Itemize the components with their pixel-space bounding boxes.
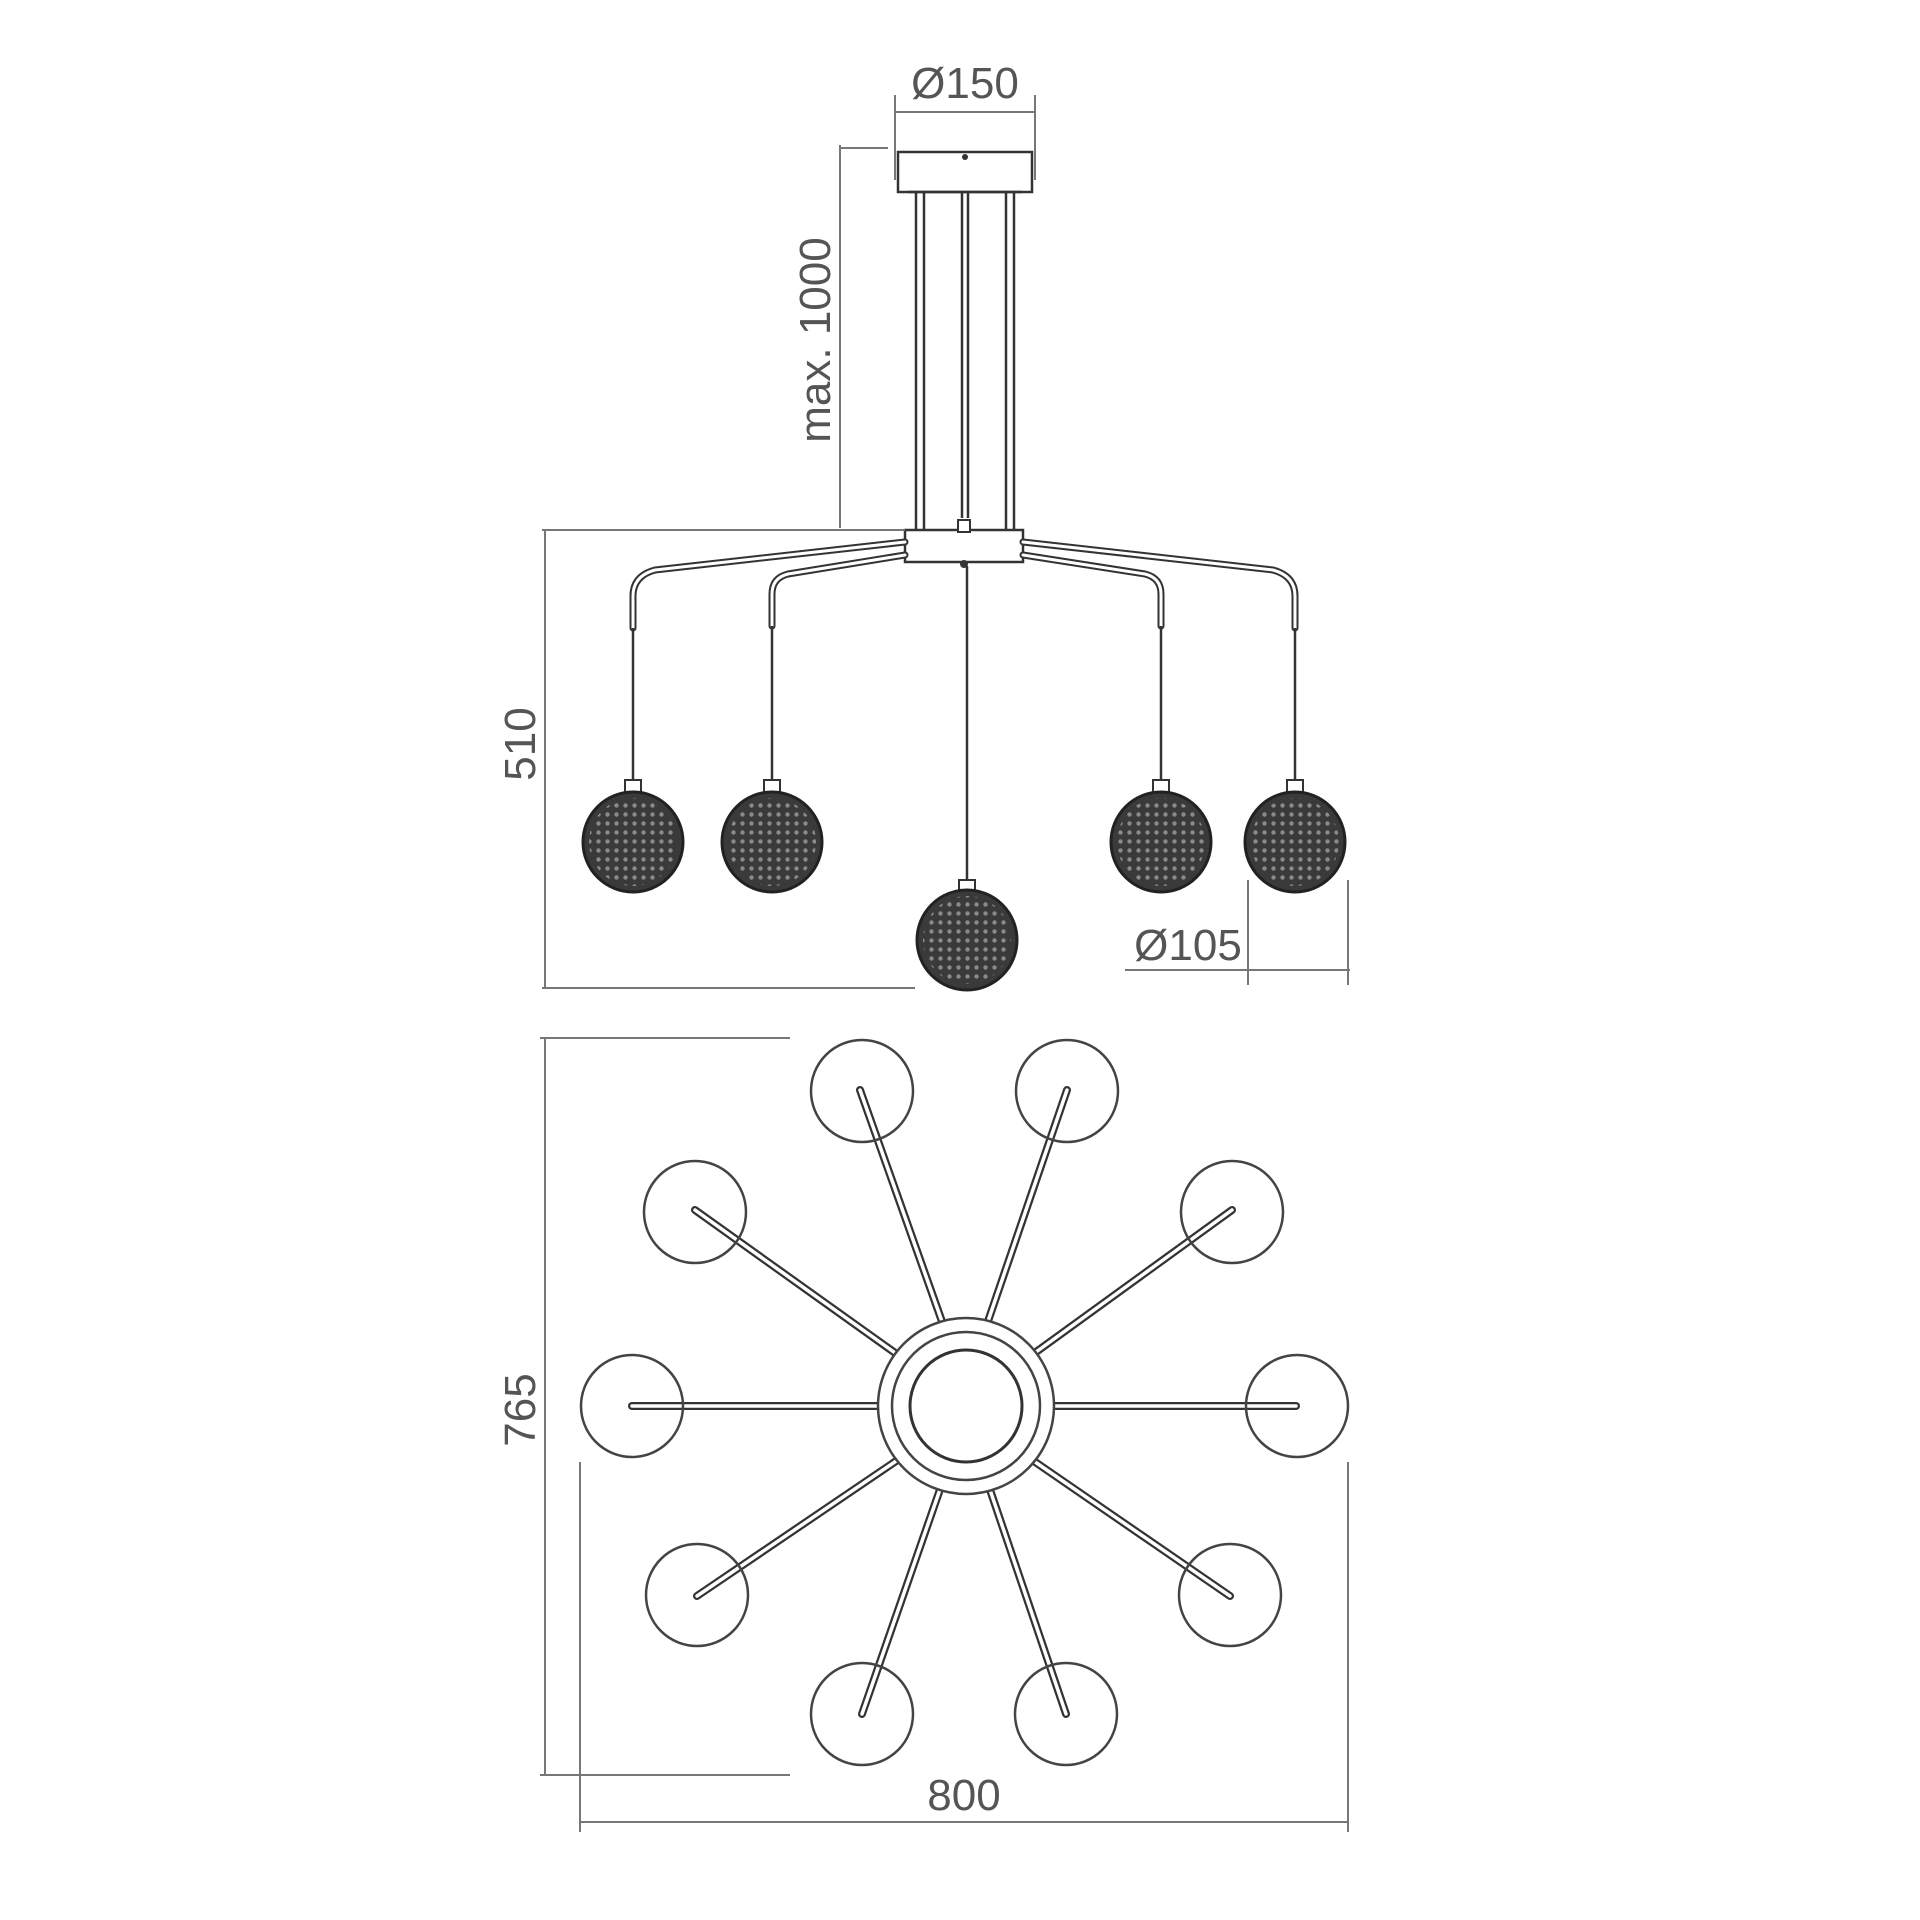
- plan-globe: [809, 1661, 915, 1767]
- body-height-label: 510: [496, 707, 545, 780]
- plan-globe: [644, 1542, 750, 1648]
- elevation-view: Ø150 max. 1000: [496, 59, 1350, 992]
- globe-diameter-label: Ø105: [1134, 921, 1242, 970]
- suspension-rods: [914, 192, 1016, 530]
- plan-globe: [1014, 1038, 1120, 1144]
- globe-shade: [1243, 779, 1347, 894]
- central-hub: [903, 528, 1025, 564]
- plan-globe: [579, 1353, 685, 1459]
- globe-shade: [720, 779, 824, 894]
- plan-view: 765 800: [496, 1037, 1350, 1832]
- canopy-dimension: Ø150: [894, 59, 1036, 180]
- plan-globes: [579, 1038, 1350, 1767]
- plan-width-dimension: 800: [579, 1462, 1349, 1832]
- max-drop-label: max. 1000: [791, 237, 840, 442]
- max-drop-dimension: max. 1000: [791, 145, 888, 528]
- plan-arms: [628, 1086, 1300, 1718]
- plan-globe: [809, 1038, 915, 1144]
- plan-hub: [876, 1316, 1056, 1496]
- plan-globe: [1179, 1159, 1285, 1265]
- plan-globe: [642, 1159, 748, 1265]
- globe-shade: [1109, 779, 1213, 894]
- plan-globe: [1013, 1661, 1119, 1767]
- pendant-cords: [631, 566, 1297, 884]
- pendant-globes: [581, 779, 1347, 992]
- body-height-dimension: 510: [496, 529, 915, 989]
- pendant-arms: [629, 538, 1299, 632]
- canopy-diameter-label: Ø150: [911, 59, 1019, 108]
- globe-shade: [581, 779, 685, 894]
- plan-depth-label: 765: [496, 1373, 545, 1446]
- globe-shade: [915, 879, 1019, 992]
- plan-width-label: 800: [927, 1771, 1000, 1820]
- globe-diameter-dimension: Ø105: [1125, 880, 1350, 985]
- plan-globe: [1177, 1542, 1283, 1648]
- plan-depth-dimension: 765: [496, 1037, 790, 1776]
- plan-globe: [1244, 1353, 1350, 1459]
